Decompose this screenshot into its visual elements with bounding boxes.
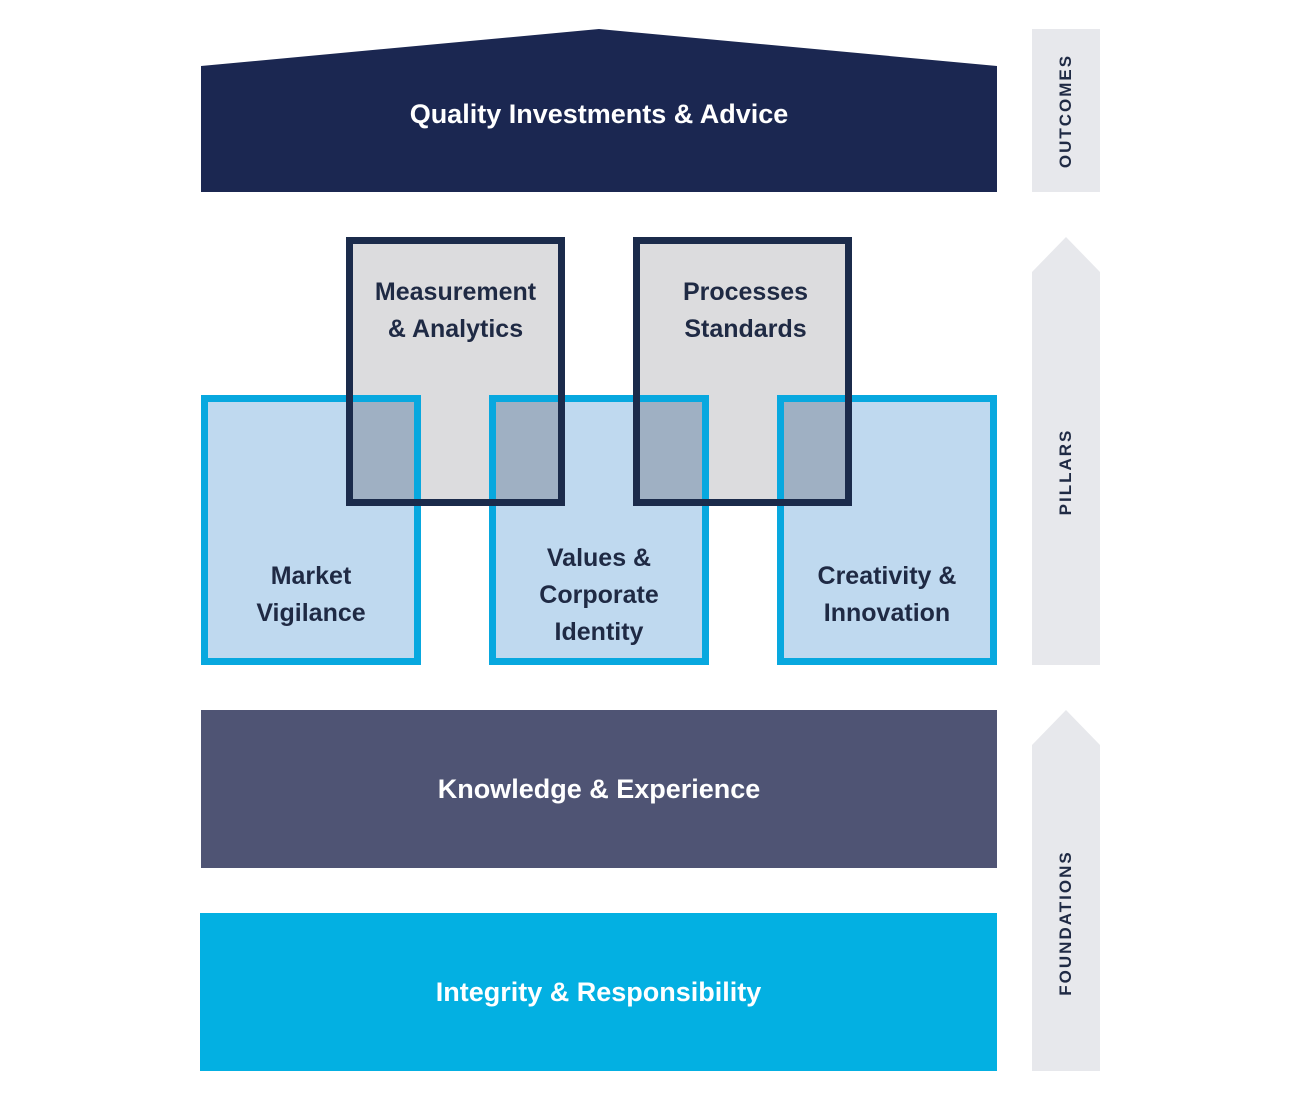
pillar-line: Identity: [554, 617, 644, 646]
outcome-roof: [201, 29, 997, 192]
top-box-line: Processes: [682, 278, 809, 306]
overlap-region: [784, 402, 845, 499]
top-box-line: & Analytics: [387, 315, 524, 343]
foundation-knowledge-experience: Knowledge & Experience: [201, 710, 997, 868]
rail-outcomes: OUTCOMES: [1032, 29, 1100, 192]
rail-outcomes-label: OUTCOMES: [1056, 53, 1075, 168]
foundation-label: Integrity & Responsibility: [435, 976, 762, 1007]
pillar-line: Innovation: [823, 599, 951, 627]
top-box-line: Standards: [684, 315, 807, 343]
top-box-line: Measurement: [374, 278, 537, 306]
overlap-region: [640, 402, 702, 499]
pillar-creativity-text: Creativity & Innovation: [808, 558, 967, 632]
pillar-line: Creativity &: [817, 562, 957, 590]
foundation-integrity-responsibility: Integrity & Responsibility: [200, 913, 997, 1071]
pillar-line: Values &: [546, 543, 652, 572]
rail-foundations-label: FOUNDATIONS: [1056, 850, 1075, 996]
overlap-region: [496, 402, 558, 499]
rail-pillars-label: PILLARS: [1056, 429, 1075, 516]
pillar-line: Vigilance: [256, 599, 366, 627]
pillar-values-text: Values & Corporate Identity: [529, 540, 668, 651]
pillar-market-vigilance-text: Market Vigilance: [246, 558, 375, 632]
outcome-label: Quality Investments & Advice: [409, 98, 789, 129]
measurement-analytics-label: Measurement & Analytics: [346, 274, 565, 348]
rail-pillars: PILLARS: [1032, 237, 1100, 665]
processes-standards-label: Processes Standards: [636, 274, 855, 348]
pillar-line: Corporate: [539, 580, 659, 609]
foundation-label: Knowledge & Experience: [437, 773, 761, 804]
rail-foundations: FOUNDATIONS: [1032, 710, 1100, 1071]
overlap-region: [353, 402, 414, 499]
pillar-line: Market: [270, 562, 352, 590]
processes-standards-frame: [633, 237, 852, 506]
measurement-analytics-frame: [346, 237, 565, 506]
